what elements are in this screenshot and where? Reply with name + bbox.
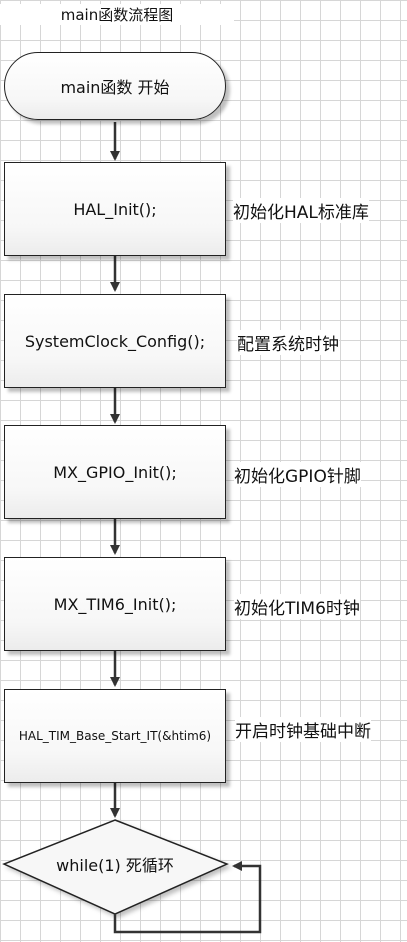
step-tim6-init: MX_TIM6_Init(); — [4, 557, 226, 651]
loop-node-label: while(1) 死循环 — [56, 856, 174, 875]
step-label: MX_TIM6_Init(); — [53, 594, 177, 614]
step-note: 配置系统时钟 — [237, 330, 339, 355]
step-note: 初始化TIM6时钟 — [234, 594, 360, 619]
step-note: 初始化HAL标准库 — [233, 198, 369, 223]
step-system-clock-config: SystemClock_Config(); — [4, 294, 226, 388]
step-label: SystemClock_Config(); — [24, 331, 206, 351]
step-gpio-init: MX_GPIO_Init(); — [4, 425, 226, 519]
step-note: 开启时钟基础中断 — [235, 717, 371, 742]
start-node: main函数 开始 — [4, 52, 226, 120]
step-label: MX_GPIO_Init(); — [53, 462, 177, 482]
step-label: HAL_Init(); — [73, 199, 157, 219]
diagram-title: main函数流程图 — [0, 4, 234, 25]
step-label: HAL_TIM_Base_Start_IT(&htim6) — [18, 729, 212, 743]
step-hal-init: HAL_Init(); — [4, 162, 226, 256]
start-node-label: main函数 开始 — [60, 78, 170, 97]
step-tim-base-start-it: HAL_TIM_Base_Start_IT(&htim6) — [4, 689, 226, 783]
step-note: 初始化GPIO针脚 — [234, 462, 361, 487]
